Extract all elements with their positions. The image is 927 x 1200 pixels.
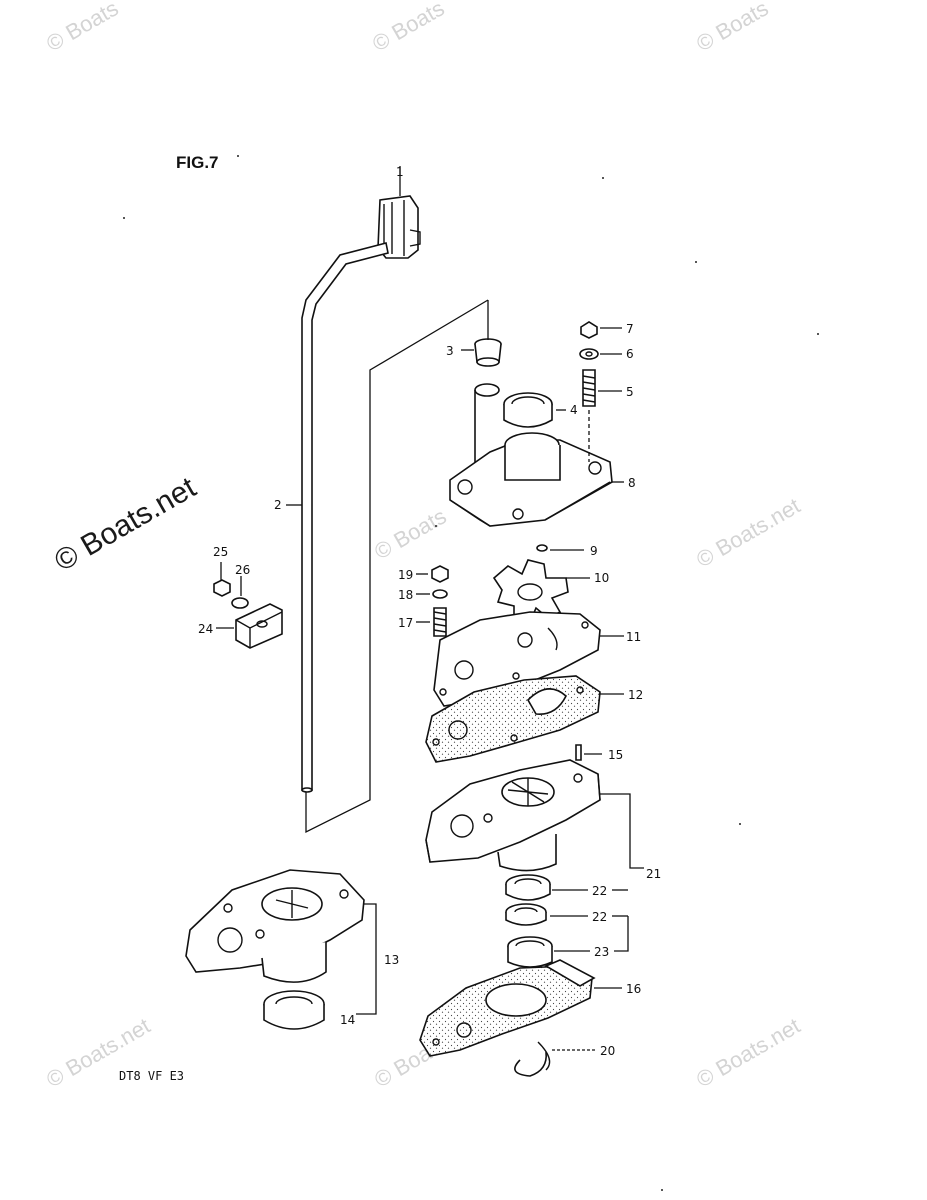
callout-21: 21 xyxy=(646,867,661,881)
callout-3: 3 xyxy=(446,344,454,358)
watermark-mid-right: © Boats.net xyxy=(692,493,804,572)
callout-4: 4 xyxy=(570,403,578,417)
bolt-washer-parts xyxy=(416,565,449,637)
callout-15: 15 xyxy=(608,748,623,762)
pump-housing-part xyxy=(449,383,624,527)
callout-8: 8 xyxy=(628,476,636,490)
watermark-large-left: © Boats.net xyxy=(49,471,202,579)
watermark-mid-center: © Boats xyxy=(370,503,451,564)
callout-7: 7 xyxy=(626,322,634,336)
callout-1: 1 xyxy=(396,165,404,179)
impeller-parts xyxy=(492,544,590,623)
callout-24: 24 xyxy=(198,622,213,636)
callout-18: 18 xyxy=(398,588,413,602)
stud-nut-washer-parts xyxy=(579,321,622,462)
gasket-part-12 xyxy=(425,675,624,763)
seal-bearing-parts xyxy=(505,874,629,968)
callout-9: 9 xyxy=(590,544,598,558)
sleeve-part xyxy=(461,300,502,367)
callout-22-upper: 22 xyxy=(592,884,607,898)
watermark-group: © Boats © Boats © Boats © Boats © Boats.… xyxy=(42,0,804,1092)
callout-12: 12 xyxy=(628,688,643,702)
callout-11: 11 xyxy=(626,630,641,644)
watermark-top-center: © Boats xyxy=(368,0,449,56)
watermark-top-left: © Boats xyxy=(42,0,123,56)
callout-19: 19 xyxy=(398,568,413,582)
callout-2: 2 xyxy=(274,498,282,512)
callout-6: 6 xyxy=(626,347,634,361)
callout-5: 5 xyxy=(626,385,634,399)
callout-22-lower: 22 xyxy=(592,910,607,924)
callout-25: 25 xyxy=(213,545,228,559)
callout-10: 10 xyxy=(594,571,609,585)
callout-26: 26 xyxy=(235,563,250,577)
callout-16: 16 xyxy=(626,982,641,996)
callout-23: 23 xyxy=(594,945,609,959)
oil-seal-part-14 xyxy=(263,990,325,1030)
gasket-part-16 xyxy=(419,959,622,1077)
watermark-bottom-right: © Boats.net xyxy=(692,1013,804,1092)
lower-housing-part-21 xyxy=(425,744,644,872)
lower-plate-part-13 xyxy=(185,869,377,1015)
scan-specks xyxy=(123,155,819,1191)
anode-parts xyxy=(213,562,283,649)
callout-14: 14 xyxy=(340,1013,355,1027)
plate-part-11 xyxy=(433,611,624,707)
watermark-top-right: © Boats xyxy=(692,0,773,56)
figure-code: DT8 VF E3 xyxy=(119,1069,184,1083)
water-tube-assembly xyxy=(286,166,489,834)
callout-13: 13 xyxy=(384,953,399,967)
callout-labels: 1 2 3 4 5 6 7 8 9 10 11 12 13 14 15 16 1… xyxy=(198,165,661,1058)
callout-20: 20 xyxy=(600,1044,615,1058)
callout-17: 17 xyxy=(398,616,413,630)
figure-title: FIG.7 xyxy=(176,153,219,172)
